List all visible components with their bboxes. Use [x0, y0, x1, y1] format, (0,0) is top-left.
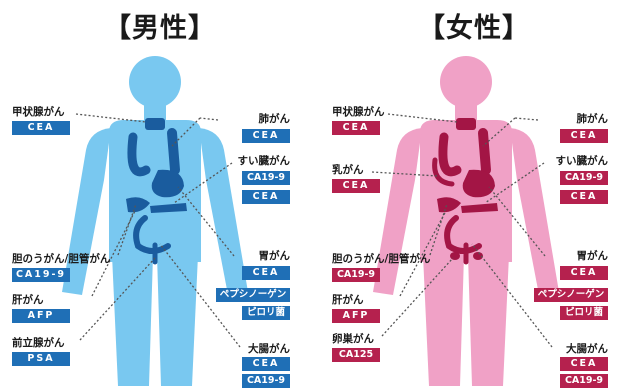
female-lung-label: 肺がん	[576, 113, 609, 125]
male-body-silhouette	[62, 56, 248, 386]
male-leader-lines	[75, 113, 241, 348]
female-gallbladder-ca199-badge: CA19-9	[332, 268, 380, 282]
male-liver-label: 肝がん	[12, 294, 44, 306]
male-lung-cea-badge: CEA	[242, 129, 290, 143]
male-gallbladder-label: 胆のうがん/胆管がん	[12, 253, 111, 265]
male-colon-cea-badge: CEA	[242, 357, 290, 371]
male-colon-label: 大腸がん	[248, 343, 290, 355]
female-thyroid-label: 甲状腺がん	[332, 106, 385, 118]
male-pancreas-ca199-badge: CA19-9	[242, 171, 290, 185]
male-stomach-pylori-badge: ピロリ菌	[242, 306, 290, 320]
male-organs	[127, 128, 180, 265]
male-thyroid-cea-badge: CEA	[12, 121, 70, 135]
male-lung-label: 肺がん	[258, 113, 291, 125]
male-colon-ca199-badge: CA19-9	[242, 374, 290, 388]
female-pancreas-cea-badge: CEA	[560, 190, 608, 204]
male-thyroid-label: 甲状腺がん	[12, 106, 65, 118]
male-gallbladder-ca199-badge: CA19-9	[12, 268, 70, 282]
female-organs	[432, 128, 491, 265]
male-stomach-cea-badge: CEA	[242, 266, 290, 280]
male-title: 【男性】	[104, 13, 216, 44]
male-pancreas-cea-badge: CEA	[242, 190, 290, 204]
female-body-silhouette	[373, 56, 559, 386]
female-title: 【女性】	[418, 13, 530, 44]
female-ovary-ca125-badge: CA125	[332, 348, 380, 362]
male-figure	[62, 56, 248, 386]
female-organ-shapes	[437, 118, 498, 260]
female-stomach-pylori-badge: ピロリ菌	[560, 306, 608, 320]
female-gallbladder-label: 胆のうがん/胆管がん	[332, 253, 431, 265]
female-colon-label: 大腸がん	[566, 343, 608, 355]
female-liver-afp-badge: AFP	[332, 309, 380, 323]
female-liver-label: 肝がん	[332, 294, 364, 306]
male-prostate-label: 前立腺がん	[12, 337, 65, 349]
female-pancreas-ca199-badge: CA19-9	[560, 171, 608, 185]
female-lung-cea-badge: CEA	[560, 129, 608, 143]
male-prostate-psa-badge: PSA	[12, 352, 70, 366]
female-stomach-cea-badge: CEA	[560, 266, 608, 280]
male-liver-afp-badge: AFP	[12, 309, 70, 323]
male-stomach-pepsinogen-badge: ペプシノーゲン	[216, 288, 290, 302]
female-leader-lines	[371, 113, 553, 348]
male-stomach-label: 胃がん	[258, 250, 291, 262]
female-stomach-label: 胃がん	[576, 250, 609, 262]
female-figure	[371, 56, 559, 386]
male-pancreas-label: すい臓がん	[237, 155, 291, 167]
female-breast-cea-badge: CEA	[332, 179, 380, 193]
female-colon-ca199-badge: CA19-9	[560, 374, 608, 388]
male-organ-shapes	[126, 118, 187, 213]
female-colon-cea-badge: CEA	[560, 357, 608, 371]
female-breast-label: 乳がん	[332, 164, 364, 176]
female-pancreas-label: すい臓がん	[555, 155, 609, 167]
female-stomach-pepsinogen-badge: ペプシノーゲン	[534, 288, 608, 302]
female-ovary-label: 卵巣がん	[332, 333, 374, 345]
female-thyroid-cea-badge: CEA	[332, 121, 380, 135]
